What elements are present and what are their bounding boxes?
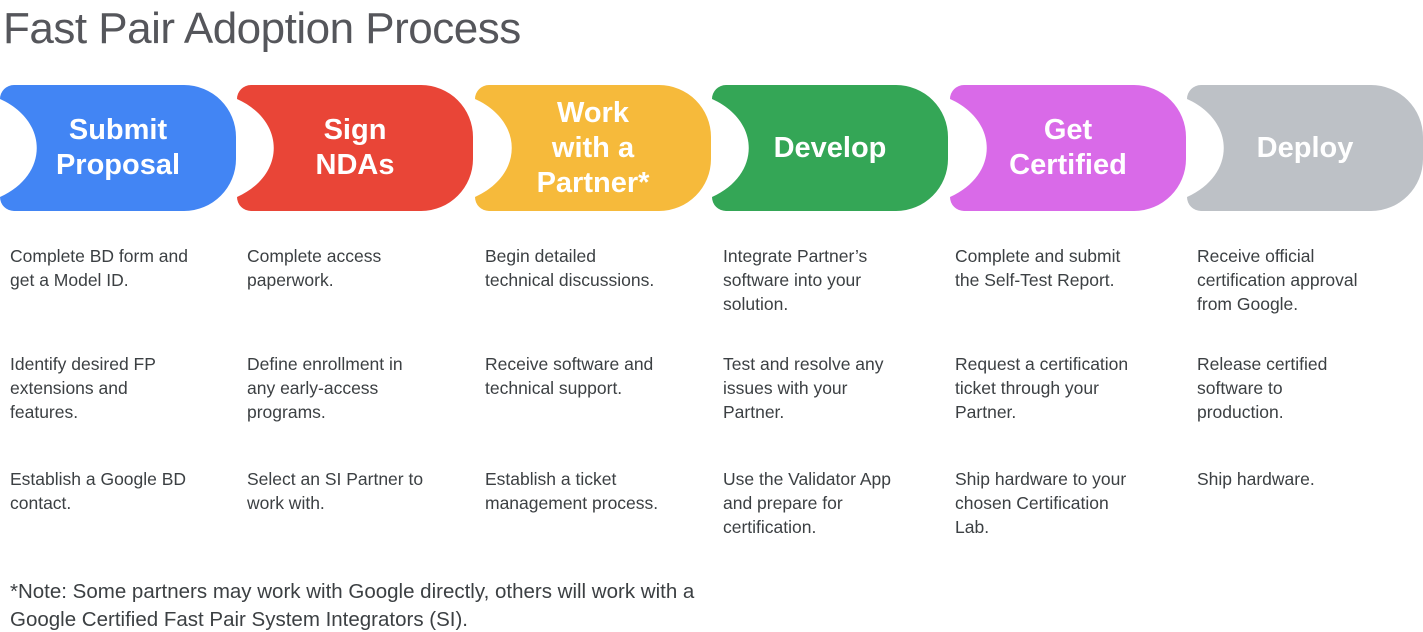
step-shape [712, 85, 948, 211]
tasks-column-sign-ndas: Complete access paperwork. Define enroll… [247, 244, 475, 574]
step-5-get-certified: Get Certified [950, 85, 1186, 211]
step-label: Work with a Partner* [536, 96, 650, 199]
step-task: Identify desired FP extensions and featu… [10, 354, 156, 422]
step-4-develop: Develop [712, 85, 948, 211]
step-task: Complete access paperwork. [247, 246, 382, 290]
step-label: Get Certified [1009, 114, 1127, 181]
tasks-column-submit-proposal: Complete BD form and get a Model ID. Ide… [10, 244, 238, 574]
tasks-column-work-with-partner: Begin detailed technical discussions. Re… [485, 244, 713, 574]
step-task: Define enrollment in any early-access pr… [247, 354, 403, 422]
step-label: Sign NDAs [315, 114, 395, 181]
step-shape [475, 85, 711, 211]
step-shape [0, 85, 236, 211]
step-task: Integrate Partner’s software into your s… [723, 246, 868, 314]
step-3-work-with-partner: Work with a Partner* [475, 85, 711, 211]
step-task: Receive official certification approval … [1197, 246, 1358, 314]
step-label: Deploy [1256, 131, 1354, 164]
tasks-column-get-certified: Complete and submit the Self-Test Report… [955, 244, 1183, 574]
step-2-sign-ndas: Sign NDAs [237, 85, 473, 211]
step-task: Establish a Google BD contact. [10, 469, 187, 513]
step-1-submit-proposal: Submit Proposal [0, 85, 236, 211]
step-6-deploy: Deploy [1187, 85, 1423, 211]
step-shape [950, 85, 1186, 211]
step-label: Develop [773, 131, 887, 164]
step-label: Submit Proposal [55, 114, 181, 181]
step-task: Request a certification ticket through y… [955, 354, 1129, 422]
step-task: Ship hardware to your chosen Certificati… [955, 469, 1127, 537]
step-task: Receive software and technical support. [485, 354, 654, 398]
step-task: Begin detailed technical discussions. [485, 246, 655, 290]
step-task: Test and resolve any issues with your Pa… [723, 354, 884, 422]
step-shape [237, 85, 473, 211]
footnote: *Note: Some partners may work with Googl… [10, 580, 695, 631]
step-task: Complete BD form and get a Model ID. [10, 246, 188, 290]
step-shape [1187, 85, 1423, 211]
tasks-column-deploy: Receive official certification approval … [1197, 244, 1423, 574]
tasks-column-develop: Integrate Partner’s software into your s… [723, 244, 951, 574]
step-task: Use the Validator App and prepare for ce… [723, 469, 891, 537]
step-task: Complete and submit the Self-Test Report… [955, 246, 1121, 290]
step-task: Select an SI Partner to work with. [247, 469, 424, 513]
page-title: Fast Pair Adoption Process [3, 4, 521, 53]
step-task: Release certified software to production… [1197, 354, 1328, 422]
step-task: Establish a ticket management process. [485, 469, 659, 513]
step-task: Ship hardware. [1197, 469, 1315, 489]
